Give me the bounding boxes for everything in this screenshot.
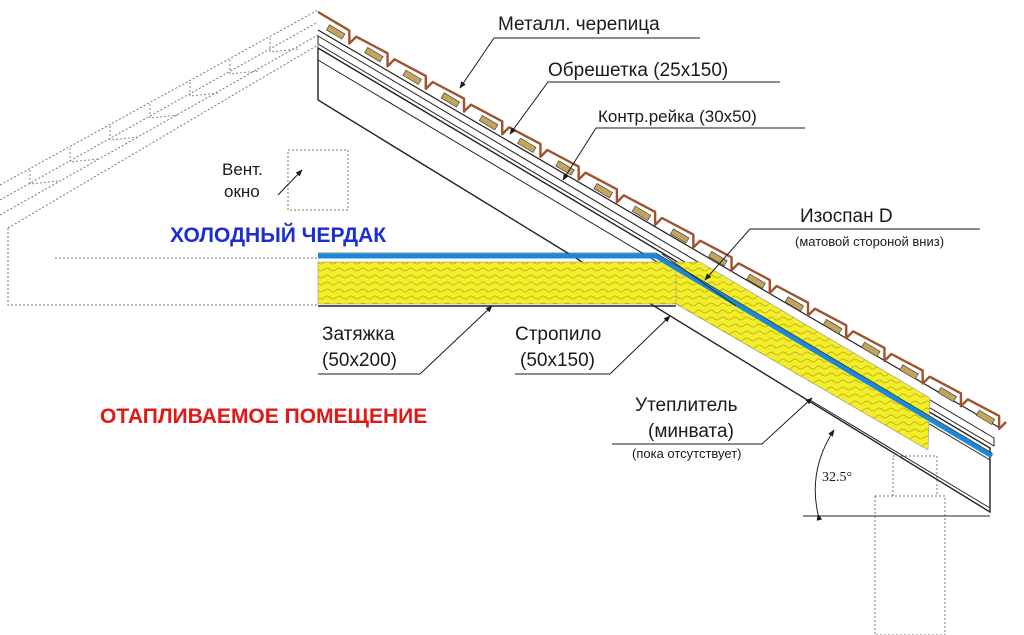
label-insulation-note: (пока отсутствует) bbox=[632, 446, 741, 461]
batten-block bbox=[861, 341, 881, 357]
metal-tile bbox=[317, 10, 1007, 431]
gable-outline bbox=[0, 9, 319, 306]
batten-block bbox=[746, 273, 766, 289]
batten-block bbox=[593, 183, 613, 199]
label-insulation-1: Утеплитель bbox=[635, 395, 738, 416]
batten-block bbox=[631, 205, 652, 221]
wall-outline bbox=[874, 455, 946, 635]
batten-block bbox=[822, 319, 843, 335]
tile-profile bbox=[317, 10, 1007, 431]
label-counter-batten: Контр.рейка (30х50) bbox=[598, 107, 757, 126]
membrane bbox=[318, 253, 994, 459]
label-vent-1: Вент. bbox=[222, 160, 263, 179]
label-tie-2: (50х200) bbox=[322, 350, 397, 371]
batten-block bbox=[517, 137, 537, 153]
membrane-edge bbox=[318, 252, 993, 454]
leader-lines bbox=[277, 37, 980, 445]
label-metal-tile: Металл. черепица bbox=[498, 14, 660, 35]
batten-block bbox=[364, 47, 384, 63]
batten-block bbox=[478, 115, 499, 131]
insulation-ceiling bbox=[317, 261, 677, 305]
batten-block bbox=[402, 69, 422, 85]
batten-block bbox=[555, 160, 575, 176]
label-membrane: Изоспан D bbox=[800, 206, 893, 227]
angle-indicator bbox=[803, 399, 991, 521]
label-cold-attic: ХОЛОДНЫЙ ЧЕРДАК bbox=[170, 223, 386, 247]
label-heated-room: ОТАПЛИВАЕМОЕ ПОМЕЩЕНИЕ bbox=[100, 405, 427, 428]
label-rafter-2: (50х150) bbox=[520, 350, 595, 371]
label-battens: Обрешетка (25х150) bbox=[548, 60, 728, 81]
batten-block bbox=[669, 228, 690, 244]
label-insulation-2: (минвата) bbox=[648, 421, 734, 442]
label-rafter-1: Стропило bbox=[515, 324, 601, 345]
batten-block bbox=[708, 251, 728, 267]
gable-ghost-tiles bbox=[29, 38, 299, 185]
vent-window bbox=[287, 149, 349, 211]
batten-block bbox=[440, 92, 461, 108]
batten-block bbox=[784, 296, 805, 312]
label-tie-1: Затяжка bbox=[322, 324, 395, 345]
label-vent-2: окно bbox=[224, 182, 260, 201]
batten-block bbox=[325, 24, 346, 40]
label-membrane-note: (матовой стороной вниз) bbox=[795, 234, 944, 249]
batten-block bbox=[899, 364, 919, 380]
label-angle: 32.5° bbox=[822, 470, 852, 485]
batten-line bbox=[317, 29, 1001, 429]
batten-block bbox=[937, 387, 957, 403]
tie-joint bbox=[661, 253, 737, 307]
batten-block bbox=[975, 409, 996, 425]
